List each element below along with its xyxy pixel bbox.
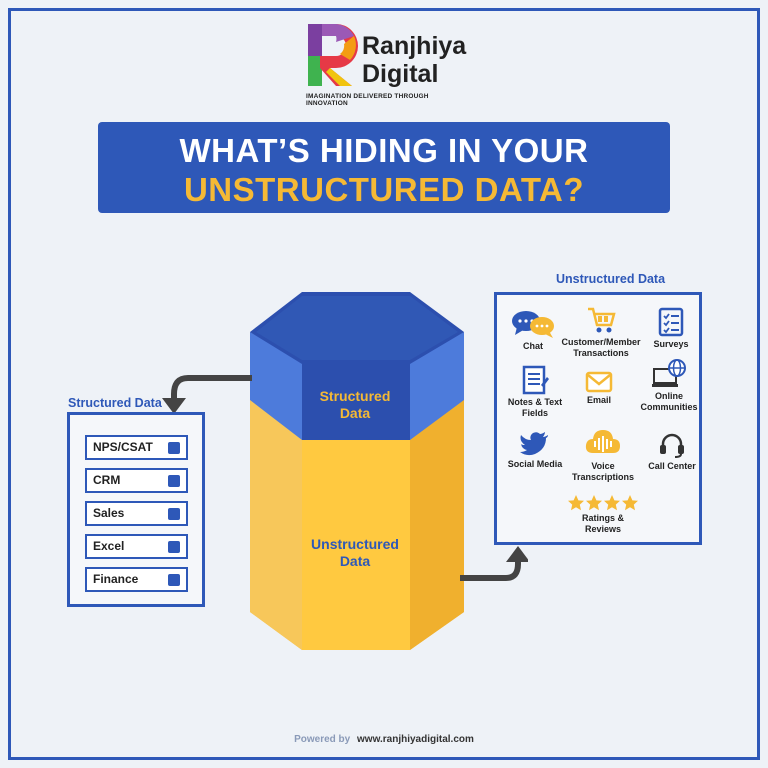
page-frame [8, 8, 760, 760]
brand-name-line2: Digital [362, 60, 439, 88]
cart-icon [588, 307, 616, 333]
notes-icon [522, 365, 549, 395]
brand-name-line1: Ranjhiya [362, 32, 467, 60]
unstructured-panel: Chat Customer/Member Transactions Survey… [494, 292, 702, 545]
footer: Powered by www.ranjhiyadigital.com [0, 734, 768, 745]
cylinder-top-label: Structured Data [319, 388, 391, 421]
survey-icon [658, 307, 684, 337]
title-line2: UNSTRUCTURED DATA? [183, 171, 585, 208]
square-icon [168, 475, 180, 487]
stars-icon [568, 495, 638, 511]
unstructured-item-communities: Online Communities [635, 359, 703, 413]
brand-logo-icon [308, 24, 358, 86]
unstructured-item-chat: Chat [503, 309, 563, 352]
data-cylinder: Structured Data Unstructured Data [250, 292, 464, 654]
square-icon [168, 574, 180, 586]
voice-cloud-icon [585, 430, 620, 453]
unstructured-item-ratings: Ratings & Reviews [563, 495, 643, 535]
title-line1: WHAT’S HIDING IN YOUR [179, 132, 589, 169]
structured-item: NPS/CSAT [85, 435, 188, 460]
cylinder-shape [250, 292, 464, 650]
arrow-to-structured-icon [162, 375, 252, 414]
unstructured-item-notes: Notes & Text Fields [501, 365, 569, 419]
unstructured-item-voice: Voice Transcriptions [563, 427, 643, 483]
footer-powered-by: Powered by [294, 734, 351, 745]
cylinder-bottom-label: Unstructured Data [311, 536, 399, 569]
structured-item: Finance [85, 567, 188, 592]
structured-panel: NPS/CSAT CRM Sales Excel Finance [67, 412, 205, 607]
unstructured-item-transactions: Customer/Member Transactions [559, 305, 643, 359]
unstructured-item-email: Email [573, 371, 625, 406]
arrow-to-unstructured-icon [460, 546, 528, 581]
globe-computer-icon [652, 359, 686, 387]
chat-icon [512, 311, 554, 338]
headset-icon [660, 433, 684, 458]
email-icon [585, 371, 613, 393]
structured-heading: Structured Data [68, 396, 162, 410]
structured-item: CRM [85, 468, 188, 493]
unstructured-item-call-center: Call Center [647, 431, 697, 472]
unstructured-item-surveys: Surveys [645, 307, 697, 350]
structured-item: Excel [85, 534, 188, 559]
square-icon [168, 541, 180, 553]
unstructured-heading: Unstructured Data [556, 272, 666, 286]
footer-website-link[interactable]: www.ranjhiyadigital.com [357, 734, 474, 745]
structured-item: Sales [85, 501, 188, 526]
brand-tagline: IMAGINATION DELIVERED THROUGH INNOVATION [306, 93, 429, 107]
title-banner: WHAT’S HIDING IN YOUR UNSTRUCTURED DATA? [98, 122, 670, 213]
square-icon [168, 442, 180, 454]
unstructured-item-social: Social Media [503, 431, 567, 470]
square-icon [168, 508, 180, 520]
bird-icon [520, 432, 548, 456]
